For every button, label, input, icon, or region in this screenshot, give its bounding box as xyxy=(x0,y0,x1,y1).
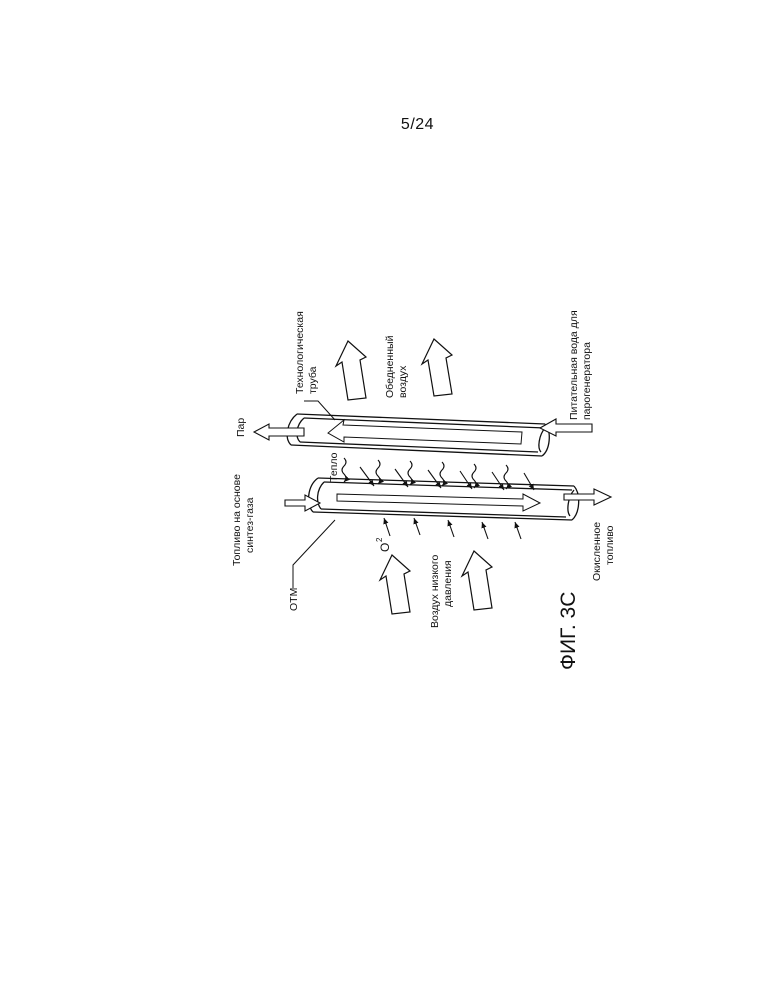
label-syngas-fuel: Топливо на основе синтез-газа xyxy=(231,474,256,566)
label-low-pressure-air: Воздух низкого давления xyxy=(429,555,454,628)
label-process-tube: Технологическая труба xyxy=(294,311,319,394)
label-feedwater: Питательная вода для парогенератора xyxy=(568,310,593,420)
svg-text:Обедненный: Обедненный xyxy=(384,335,396,398)
label-otm: OTM xyxy=(288,588,300,611)
svg-text:Пар: Пар xyxy=(235,418,247,437)
figure-title: ФИГ. 3С xyxy=(557,592,580,670)
svg-text:Питательная вода для: Питательная вода для xyxy=(568,310,580,420)
steam-out-arrow xyxy=(254,424,304,440)
feedwater-in-arrow xyxy=(540,419,592,436)
syngas-fuel-in-arrow xyxy=(285,495,320,511)
svg-text:Воздух низкого: Воздух низкого xyxy=(429,555,441,628)
svg-text:синтез-газа: синтез-газа xyxy=(244,497,256,553)
svg-text:давления: давления xyxy=(442,560,454,607)
svg-text:топливо: топливо xyxy=(604,525,616,565)
svg-text:O: O xyxy=(378,543,392,552)
svg-text:Окисленное: Окисленное xyxy=(591,522,603,581)
label-steam: Пар xyxy=(235,418,247,437)
svg-text:OTM: OTM xyxy=(288,588,300,611)
svg-text:Тепло: Тепло xyxy=(328,452,340,482)
label-depleted-air: Обедненный воздух xyxy=(384,335,409,398)
oxidized-fuel-out-arrow xyxy=(564,489,611,505)
label-oxygen: O 2 xyxy=(375,537,392,552)
svg-text:2: 2 xyxy=(375,537,384,542)
svg-text:парогенератора: парогенератора xyxy=(581,342,593,420)
label-oxidized-fuel: Окисленное топливо xyxy=(591,522,616,581)
process-tube xyxy=(287,414,549,456)
svg-text:Технологическая: Технологическая xyxy=(294,311,306,394)
heat-transfer-arrows xyxy=(342,458,508,489)
svg-text:Топливо на основе: Топливо на основе xyxy=(231,474,243,566)
label-heat: Тепло xyxy=(328,452,340,482)
svg-text:воздух: воздух xyxy=(397,365,409,398)
oxygen-permeation-arrows xyxy=(384,518,521,539)
svg-text:труба: труба xyxy=(307,366,319,394)
